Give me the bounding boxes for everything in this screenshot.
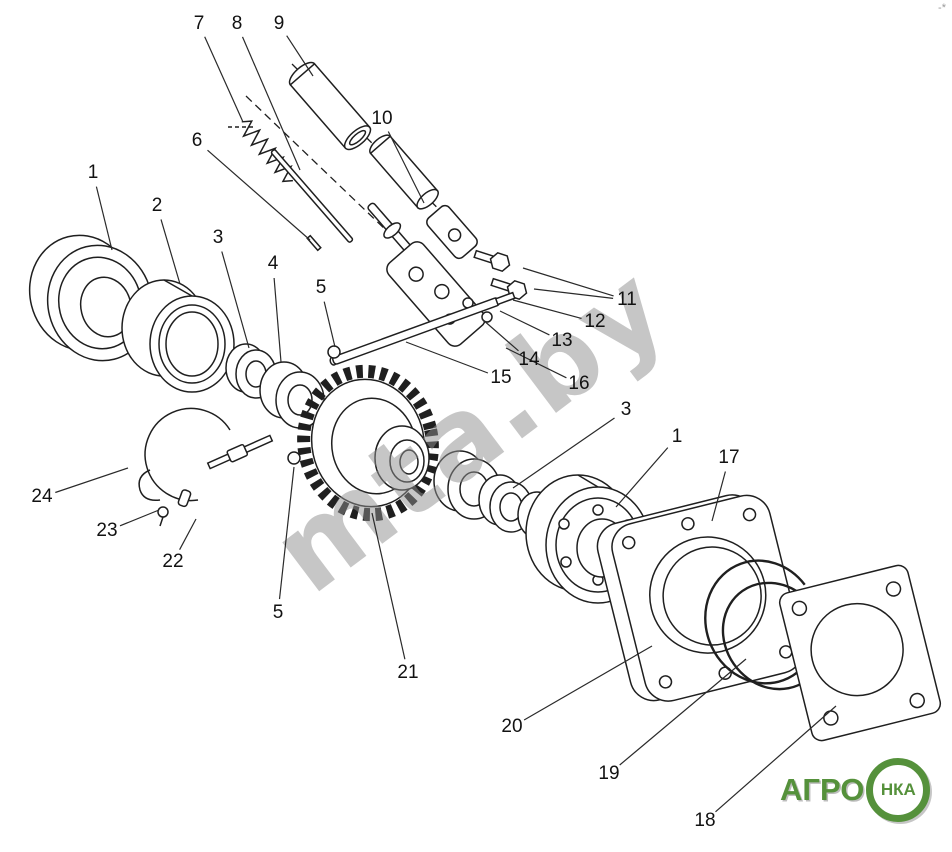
leader-line <box>499 310 550 336</box>
logo-text: АГРО <box>780 772 865 807</box>
leader-line <box>405 341 489 374</box>
leader-line <box>286 35 314 77</box>
push-pin <box>270 149 354 243</box>
leader-line <box>512 299 582 319</box>
guide-bracket <box>386 241 528 347</box>
leader-line <box>512 417 615 489</box>
leader-line <box>387 131 425 204</box>
lock-ball <box>327 345 341 359</box>
leader-line <box>119 509 160 527</box>
lock-ball <box>287 451 301 465</box>
corner-mark: -* <box>938 2 946 14</box>
leader-line <box>615 447 669 508</box>
leader-line <box>160 219 181 285</box>
shift-fork <box>138 407 274 527</box>
fork-rod <box>206 434 274 470</box>
leader-line <box>179 518 197 550</box>
bracket-hole <box>481 311 493 323</box>
leader-line <box>221 251 250 349</box>
fork-pin <box>177 489 192 508</box>
leader-line <box>533 288 614 299</box>
leader-line <box>207 149 311 241</box>
leader-line <box>55 467 129 494</box>
gear <box>297 364 439 522</box>
cylinder-sleeve <box>369 134 439 210</box>
leader-line <box>711 471 726 522</box>
leader-line <box>278 466 295 600</box>
leader-line <box>522 267 614 297</box>
gasket <box>778 564 942 742</box>
shaft <box>329 291 516 366</box>
vendor-logo: АГРО НКА <box>780 758 931 822</box>
leader-line <box>241 36 301 171</box>
logo-circle-badge: НКА <box>866 758 931 822</box>
hex-bolt <box>473 249 511 272</box>
leader-line <box>715 705 837 813</box>
leader-line <box>481 318 519 352</box>
leader-line <box>204 36 244 123</box>
leader-line <box>505 347 567 379</box>
leader-line <box>95 186 113 251</box>
small-pin <box>306 234 322 252</box>
spacer-ring <box>121 279 235 393</box>
leader-line <box>619 658 747 766</box>
leader-line <box>273 277 282 363</box>
valve-body <box>426 204 478 260</box>
cylinder-cap <box>288 61 372 151</box>
leader-line <box>523 645 653 721</box>
leader-line <box>323 301 336 348</box>
leader-line <box>371 512 406 660</box>
